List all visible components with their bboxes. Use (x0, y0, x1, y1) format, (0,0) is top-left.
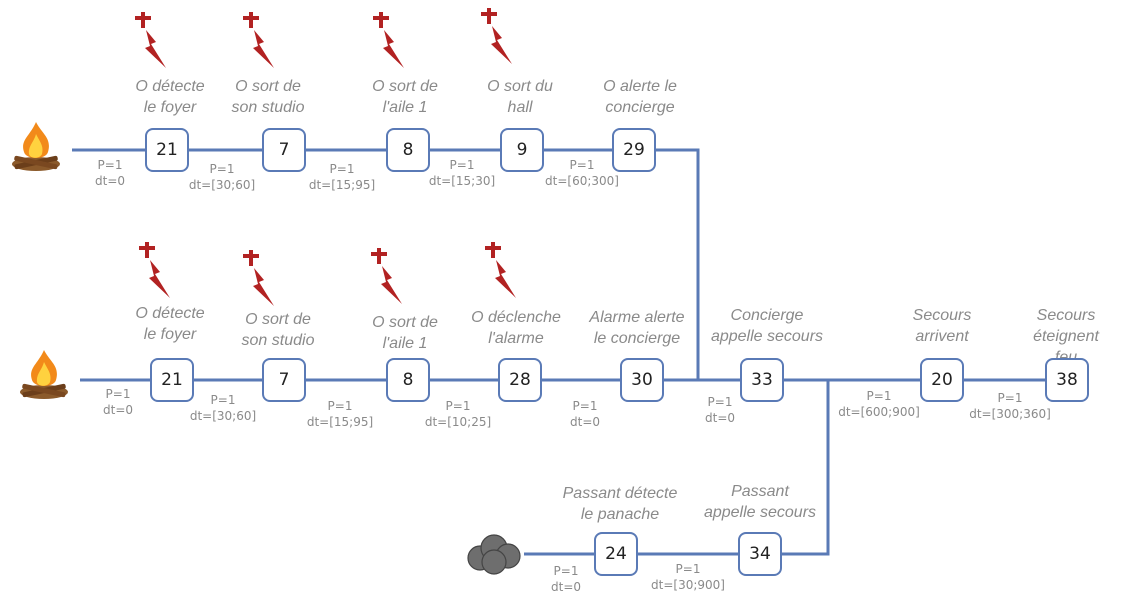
transition-params: P=1 dt=[30;60] (188, 162, 256, 192)
event-node: 7 (262, 128, 306, 172)
event-label: Concierge appelle secours (710, 307, 824, 345)
event-label: Alarme alerte le concierge (589, 309, 685, 347)
cross-lightning-icon (135, 12, 166, 68)
event-label: O alerte le concierge (603, 78, 677, 116)
transition-params: P=1 dt=0 (550, 564, 582, 594)
event-label: O sort de l'aile 1 (372, 78, 438, 116)
transition-params: P=1 dt=[15;95] (306, 399, 374, 429)
event-node: 20 (920, 358, 964, 402)
event-label: Secours arrivent (912, 307, 972, 345)
event-label: Passant détecte le panache (562, 485, 678, 523)
transition-params: P=1 dt=[15;30] (428, 158, 496, 188)
event-node: 21 (145, 128, 189, 172)
event-label: O détecte le foyer (135, 305, 205, 343)
event-node: 33 (740, 358, 784, 402)
event-node: 7 (262, 358, 306, 402)
transition-params: P=1 dt=[60;300] (545, 158, 619, 188)
transition-params: P=1 dt=[600;900] (838, 389, 920, 419)
event-node: 29 (612, 128, 656, 172)
event-node: 30 (620, 358, 664, 402)
cross-lightning-icon (243, 12, 274, 68)
event-node: 8 (386, 358, 430, 402)
transition-params: P=1 dt=[300;360] (969, 391, 1051, 421)
event-label: O sort de son studio (241, 311, 315, 349)
transition-params: P=1 dt=[10;25] (424, 399, 492, 429)
event-node: 28 (498, 358, 542, 402)
event-label: O sort de l'aile 1 (372, 314, 438, 352)
event-label: O sort de son studio (231, 78, 305, 116)
transition-params: P=1 dt=0 (569, 399, 601, 429)
transition-params: P=1 dt=0 (94, 158, 126, 188)
fire-icon (20, 350, 68, 399)
event-label: O sort du hall (487, 78, 553, 116)
event-node: 21 (150, 358, 194, 402)
cross-lightning-icon (139, 242, 170, 298)
transition-params: P=1 dt=0 (102, 387, 134, 417)
cross-lightning-icon (243, 250, 274, 306)
transition-params: P=1 dt=[15;95] (308, 162, 376, 192)
event-label: Passant appelle secours (703, 483, 817, 521)
cross-lightning-icon (481, 8, 512, 64)
fire-icon (12, 122, 60, 171)
event-label: O déclenche l'alarme (471, 309, 561, 347)
transition-params: P=1 dt=0 (704, 395, 736, 425)
cross-lightning-icon (373, 12, 404, 68)
event-node: 38 (1045, 358, 1089, 402)
event-node: 8 (386, 128, 430, 172)
event-node: 24 (594, 532, 638, 576)
transition-params: P=1 dt=[30;60] (189, 393, 257, 423)
cross-lightning-icon (485, 242, 516, 298)
transition-params: P=1 dt=[30;900] (651, 562, 725, 592)
event-node: 34 (738, 532, 782, 576)
cross-lightning-icon (371, 248, 402, 304)
event-node: 9 (500, 128, 544, 172)
event-label: O détecte le foyer (135, 78, 205, 116)
smoke-cloud-icon (467, 534, 521, 575)
